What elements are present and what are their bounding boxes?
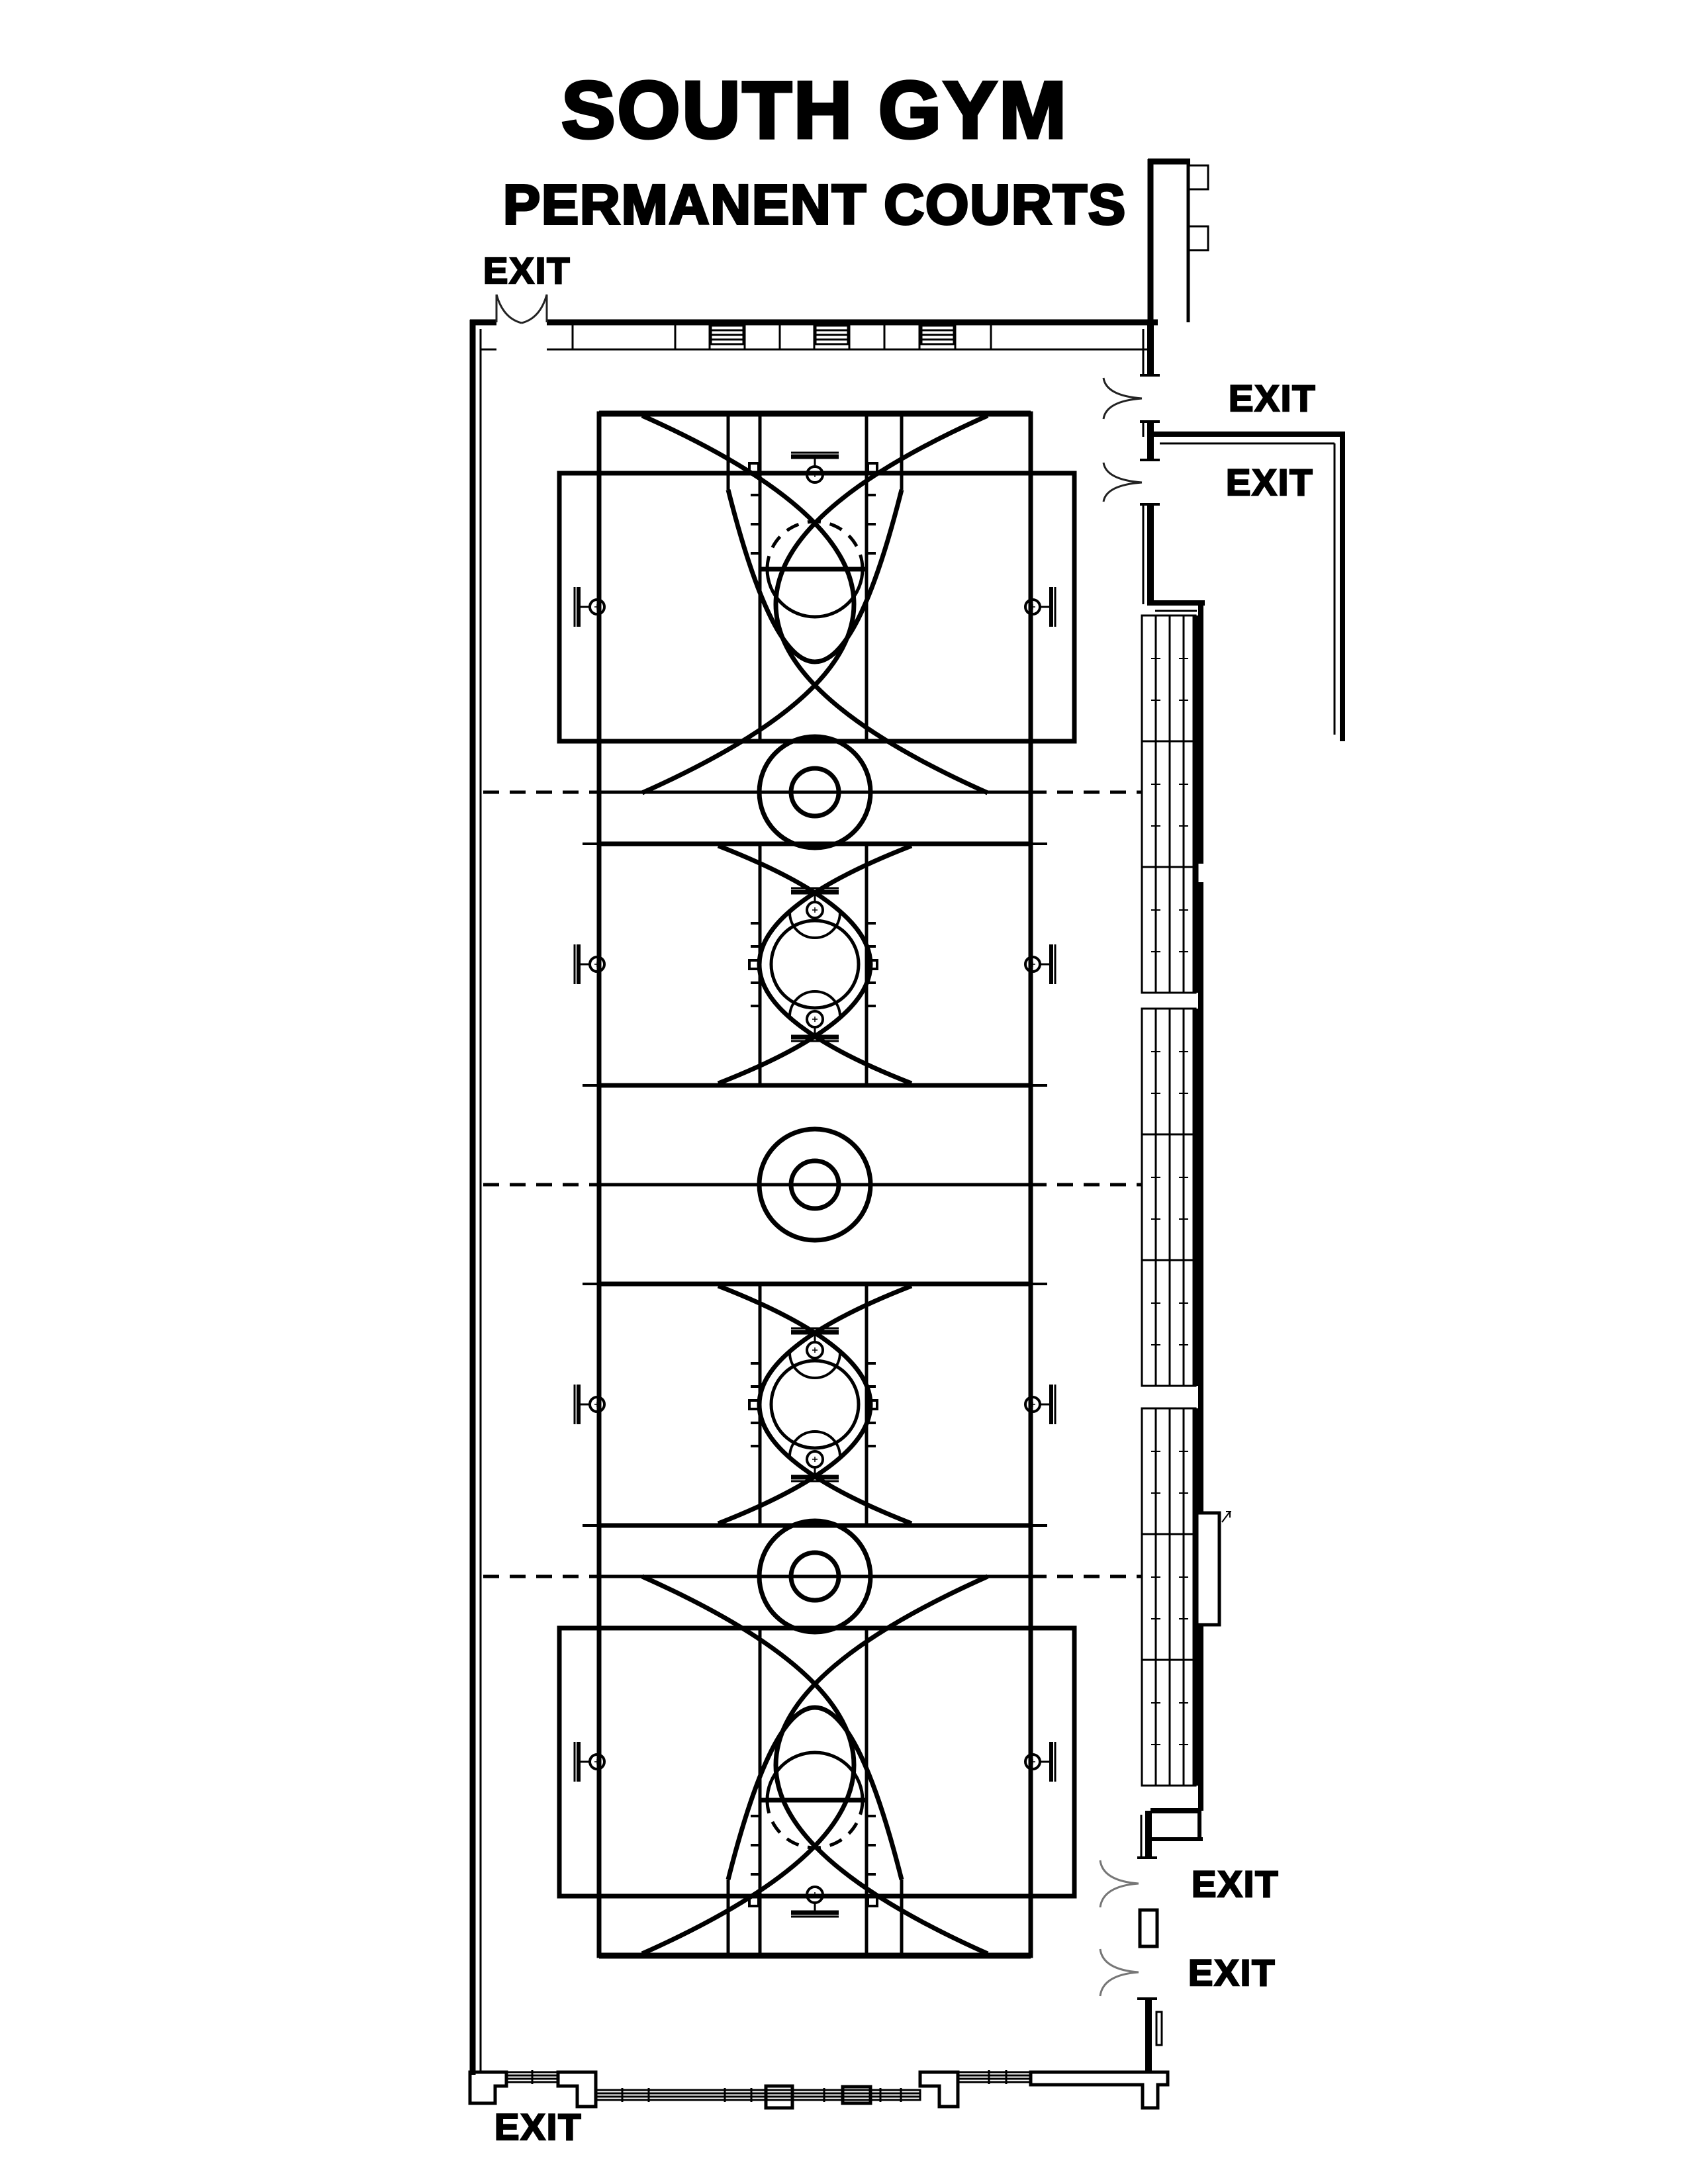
cross-court-2: [575, 841, 1055, 1088]
wall-panel: [1194, 1511, 1221, 1627]
window-hatch: [920, 324, 955, 345]
exit-label-top-left: EXIT: [483, 250, 571, 291]
page-title: SOUTH GYM: [561, 65, 1068, 155]
wall-frame-detail: [1155, 2011, 1163, 2046]
cross-court-1: [557, 413, 1077, 796]
top-wall-mullions: [571, 324, 992, 349]
door-right-upper-2[interactable]: [1102, 459, 1160, 506]
top-right-protrusion: [1147, 158, 1209, 322]
cross-court-3: [575, 1281, 1055, 1528]
bottom-wall-box: [841, 2085, 872, 2105]
center-circle: [483, 1126, 1142, 1243]
door-right-lower-1[interactable]: [1099, 1856, 1157, 1908]
bleacher-alcove-walls: [1147, 600, 1231, 1841]
main-north-basket-icon: [791, 453, 839, 482]
exit-label-right-lower-2: EXIT: [1188, 1952, 1276, 1993]
bottom-wall-box: [764, 2084, 794, 2110]
exit-label-right-lower-1: EXIT: [1192, 1863, 1279, 1905]
door-right-lower-2[interactable]: [1099, 1948, 1157, 2000]
division-circle-2: [483, 1518, 1142, 1635]
cross-court-4: [557, 1574, 1077, 1956]
bottom-wall: [468, 2070, 1170, 2110]
panel-arrow-icon: [1221, 1511, 1231, 1523]
door-right-upper-1[interactable]: [1102, 374, 1160, 423]
window-hatch: [814, 324, 849, 345]
main-south-basket-icon: [791, 1887, 839, 1917]
division-circle-1: [483, 734, 1142, 850]
exit-label-right-upper-1: EXIT: [1229, 377, 1316, 419]
exit-label-bottom-left: EXIT: [494, 2106, 582, 2148]
page-subtitle: PERMANENT COURTS: [503, 173, 1127, 236]
corridor-walls: [1150, 432, 1345, 741]
door-pillar: [1138, 1908, 1159, 1948]
exit-label-right-upper-2: EXIT: [1226, 461, 1313, 503]
bleachers: [1141, 614, 1199, 1787]
window-hatch: [710, 324, 745, 345]
door-top-left[interactable]: [495, 294, 548, 324]
doors: [495, 294, 1160, 2000]
